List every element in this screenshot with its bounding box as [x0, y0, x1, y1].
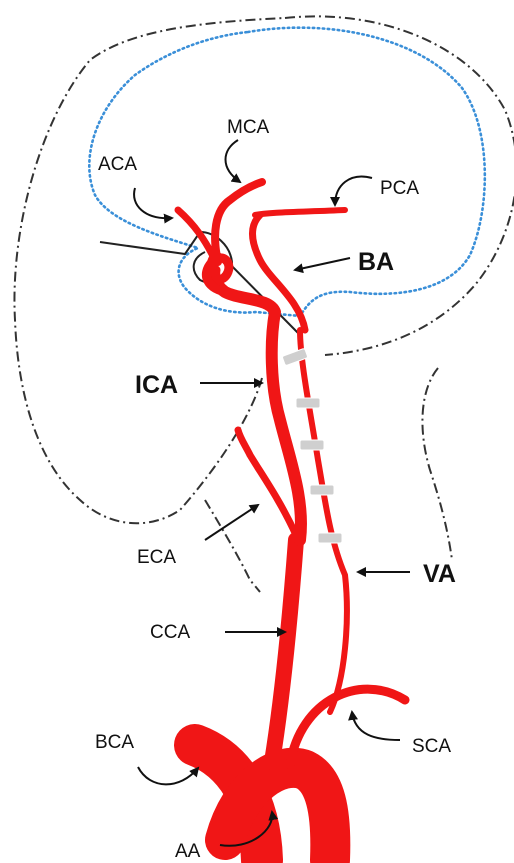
mca-arrow [226, 140, 241, 182]
bca-arrow [138, 767, 198, 784]
pca-arrow [335, 177, 372, 205]
aca-arrow [134, 188, 172, 218]
label-bca: BCA [95, 732, 134, 753]
label-eca: ECA [137, 547, 176, 568]
ba-arrow [295, 258, 350, 270]
label-sca: SCA [412, 736, 451, 757]
posterior-cerebral-artery [255, 210, 345, 215]
label-aca: ACA [98, 154, 137, 175]
label-va: VA [423, 560, 456, 588]
label-cca: CCA [150, 622, 190, 643]
anterior-cerebral-artery [178, 210, 215, 260]
arteries [178, 182, 405, 860]
label-pca: PCA [380, 178, 419, 199]
label-aa: AA [175, 841, 201, 862]
eca-arrow [205, 505, 258, 540]
neck-outline-left [205, 500, 260, 592]
vertebral-artery [300, 330, 347, 712]
label-ba: BA [358, 248, 394, 276]
label-mca: MCA [227, 117, 270, 138]
vertebra [300, 440, 324, 450]
common-carotid-artery [272, 540, 296, 762]
label-ica: ICA [135, 371, 178, 399]
brain-outline [89, 28, 485, 316]
sca-arrow [352, 712, 400, 740]
vertebra [310, 485, 334, 495]
vertebra [296, 398, 320, 408]
vertebra [318, 533, 342, 543]
neck-outline-right [422, 368, 452, 560]
